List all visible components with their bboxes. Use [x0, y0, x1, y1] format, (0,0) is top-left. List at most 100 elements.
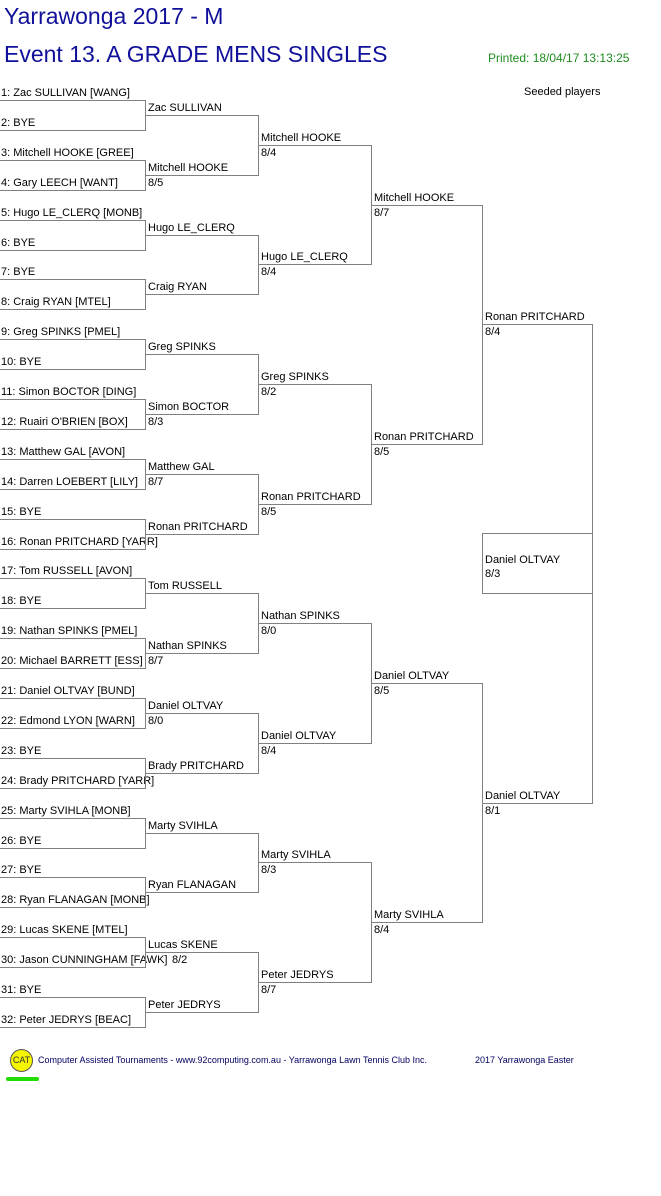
player-entry: 7: BYE: [1, 266, 36, 278]
winner-name: Ryan FLANAGAN: [148, 879, 237, 891]
winner-name: Peter JEDRYS: [261, 969, 334, 981]
player-entry: 14: Darren LOEBERT [LILY]: [1, 476, 138, 488]
bracket-line: [145, 713, 259, 714]
bracket-line: [0, 190, 146, 191]
winner-name: Greg SPINKS: [148, 341, 216, 353]
match-score: 8/3: [261, 864, 277, 876]
winner-name: Nathan SPINKS: [148, 640, 227, 652]
player-entry: 19: Nathan SPINKS [PMEL]: [1, 625, 138, 637]
player-entry: 17: Tom RUSSELL [AVON]: [1, 565, 133, 577]
bracket-line: [145, 833, 259, 834]
player-entry: 4: Gary LEECH [WANT]: [1, 177, 118, 189]
event-title: Event 13. A GRADE MENS SINGLES: [4, 41, 388, 67]
footer-tournament: 2017 Yarrawonga Easter: [475, 1055, 574, 1065]
player-entry: 13: Matthew GAL [AVON]: [1, 446, 126, 458]
bracket-line: [0, 578, 146, 579]
winner-name: Daniel OLTVAY: [148, 700, 224, 712]
match-score: 8/2: [261, 386, 277, 398]
bracket-line: [145, 534, 259, 535]
bracket-line: [482, 324, 593, 325]
bracket-line: [0, 608, 146, 609]
winner-name: Mitchell HOOKE: [148, 162, 229, 174]
winner-name: Marty SVIHLA: [261, 849, 331, 861]
bracket-line: [371, 444, 483, 445]
bracket-line: [0, 967, 146, 968]
winner-name: Nathan SPINKS: [261, 610, 340, 622]
bracket-line: [0, 668, 146, 669]
match-score: 8/4: [374, 924, 390, 936]
bracket-line: [145, 1012, 259, 1013]
bracket-line: [145, 414, 259, 415]
match-score: 8/7: [374, 207, 390, 219]
bracket-line: [0, 638, 146, 639]
player-entry: 26: BYE: [1, 835, 42, 847]
bracket-line: [258, 145, 372, 146]
winner-name: Hugo LE_CLERQ: [148, 222, 235, 234]
bracket-line: [0, 848, 146, 849]
match-score: 8/4: [261, 147, 277, 159]
match-score: 8/7: [261, 984, 277, 996]
bracket-line: [0, 698, 146, 699]
bracket-line: [145, 474, 259, 475]
bracket-line: [145, 892, 259, 893]
match-score: 8/4: [261, 266, 277, 278]
bracket-line: [258, 504, 372, 505]
footer-credit: Computer Assisted Tournaments - www.92co…: [38, 1055, 428, 1065]
bracket-line: [0, 309, 146, 310]
winner-name: Zac SULLIVAN: [148, 102, 222, 114]
player-entry: 27: BYE: [1, 864, 42, 876]
match-score: 8/4: [485, 326, 501, 338]
printed-timestamp: Printed: 18/04/17 13:13:25: [488, 51, 630, 65]
bracket-line: [258, 623, 372, 624]
winner-name: Marty SVIHLA: [374, 909, 444, 921]
winner-name: Daniel OLTVAY: [261, 730, 337, 742]
bracket-line: [482, 593, 593, 594]
bracket-line: [0, 429, 146, 430]
player-entry: 20: Michael BARRETT [ESS]: [1, 655, 143, 667]
bracket-line: [258, 982, 372, 983]
bracket-line: [371, 683, 483, 684]
bracket-line: [482, 205, 483, 445]
bracket-line: [0, 519, 146, 520]
winner-name: Lucas SKENE: [148, 939, 218, 951]
bracket-line: [482, 803, 593, 804]
player-entry: 21: Daniel OLTVAY [BUND]: [1, 685, 135, 697]
match-score: 8/4: [261, 745, 277, 757]
bracket-line: [258, 264, 372, 265]
winner-name: Ronan PRITCHARD: [261, 491, 361, 503]
bracket-line: [258, 743, 372, 744]
player-entry: 6: BYE: [1, 237, 36, 249]
logo-underline: [6, 1077, 39, 1081]
match-score: 8/5: [261, 506, 277, 518]
bracket-line: [145, 294, 259, 295]
bracket-line: [145, 773, 259, 774]
match-score: 8/7: [148, 655, 164, 667]
champion-score: 8/3: [485, 568, 501, 580]
player-entry: 24: Brady PRITCHARD [YARR]: [1, 775, 155, 787]
player-entry: 28: Ryan FLANAGAN [MONB]: [1, 894, 150, 906]
match-score: 8/0: [261, 625, 277, 637]
bracket-line: [258, 384, 372, 385]
winner-name: Mitchell HOOKE: [261, 132, 342, 144]
match-score: 8/0: [148, 715, 164, 727]
bracket-line: [258, 833, 259, 893]
match-score: 8/5: [374, 685, 390, 697]
bracket-line: [0, 459, 146, 460]
bracket-line: [258, 862, 372, 863]
match-score: 8/2: [172, 954, 188, 966]
bracket-line: [258, 235, 259, 295]
player-entry: 30: Jason CUNNINGHAM [FAWK]: [1, 954, 168, 966]
winner-name: Matthew GAL: [148, 461, 215, 473]
tournament-title: Yarrawonga 2017 - M: [4, 3, 224, 29]
seeded-players-label: Seeded players: [524, 86, 601, 98]
match-score: 8/5: [148, 177, 164, 189]
bracket-line: [0, 937, 146, 938]
bracket-line: [145, 115, 259, 116]
player-entry: 12: Ruairi O'BRIEN [BOX]: [1, 416, 128, 428]
winner-name: Craig RYAN: [148, 281, 207, 293]
player-entry: 31: BYE: [1, 984, 42, 996]
bracket-line: [145, 593, 259, 594]
bracket-line: [0, 818, 146, 819]
player-entry: 32: Peter JEDRYS [BEAC]: [1, 1014, 132, 1026]
bracket-line: [0, 1027, 146, 1028]
